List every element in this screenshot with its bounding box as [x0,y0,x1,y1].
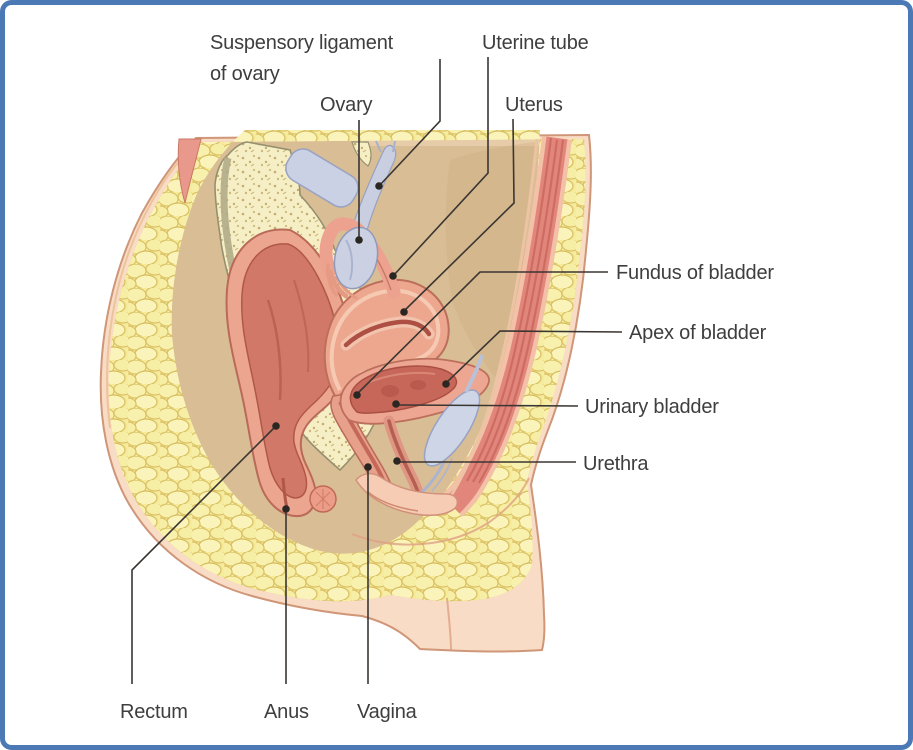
ovary-shape [333,226,379,290]
label-fundus-of-bladder: Fundus of bladder [616,262,774,284]
back-fascia-line [106,141,199,429]
label-urethra: Urethra [583,453,649,475]
cut-edge-highlight [360,136,540,146]
labels: Suspensory ligament of ovary Uterine tub… [120,32,775,723]
label-apex-of-bladder: Apex of bladder [629,322,767,344]
leader-anus [282,505,290,684]
cavity-shading [445,142,535,380]
leader-urinary-bladder [392,400,579,408]
leader-fundus-of-bladder [353,271,608,399]
anatomy-illustration [99,130,592,653]
leader-uterus [400,118,515,316]
abdominal-wall [441,136,572,517]
leader-ovary [355,120,363,244]
leader-vagina [364,463,372,684]
urethra-shape [383,415,425,501]
leader-urethra [393,457,576,465]
fimbriae [327,269,349,299]
label-suspensory-ligament-line1: Suspensory ligament [210,32,394,54]
label-urinary-bladder: Urinary bladder [585,396,719,418]
label-suspensory-ligament-line2: of ovary [210,63,280,85]
label-uterus: Uterus [505,94,563,116]
back-muscle [177,138,202,204]
leader-suspensory-ligament [375,59,441,190]
adnexa [319,140,401,300]
peritoneum-line [449,138,539,497]
leader-uterine-tube [389,57,489,280]
perineum [309,472,530,651]
label-anus: Anus [264,701,309,723]
leader-apex-of-bladder [442,330,623,388]
uterine-tube-shape [319,217,401,299]
label-rectum: Rectum [120,701,188,723]
vulva-fold [355,472,459,516]
label-uterine-tube: Uterine tube [482,32,589,54]
leader-rectum [131,422,280,684]
label-ovary: Ovary [320,94,373,116]
thigh-crease [351,477,530,546]
leader-lines [131,57,623,684]
label-vagina: Vagina [357,701,418,723]
intervertebral-disc [285,148,359,208]
